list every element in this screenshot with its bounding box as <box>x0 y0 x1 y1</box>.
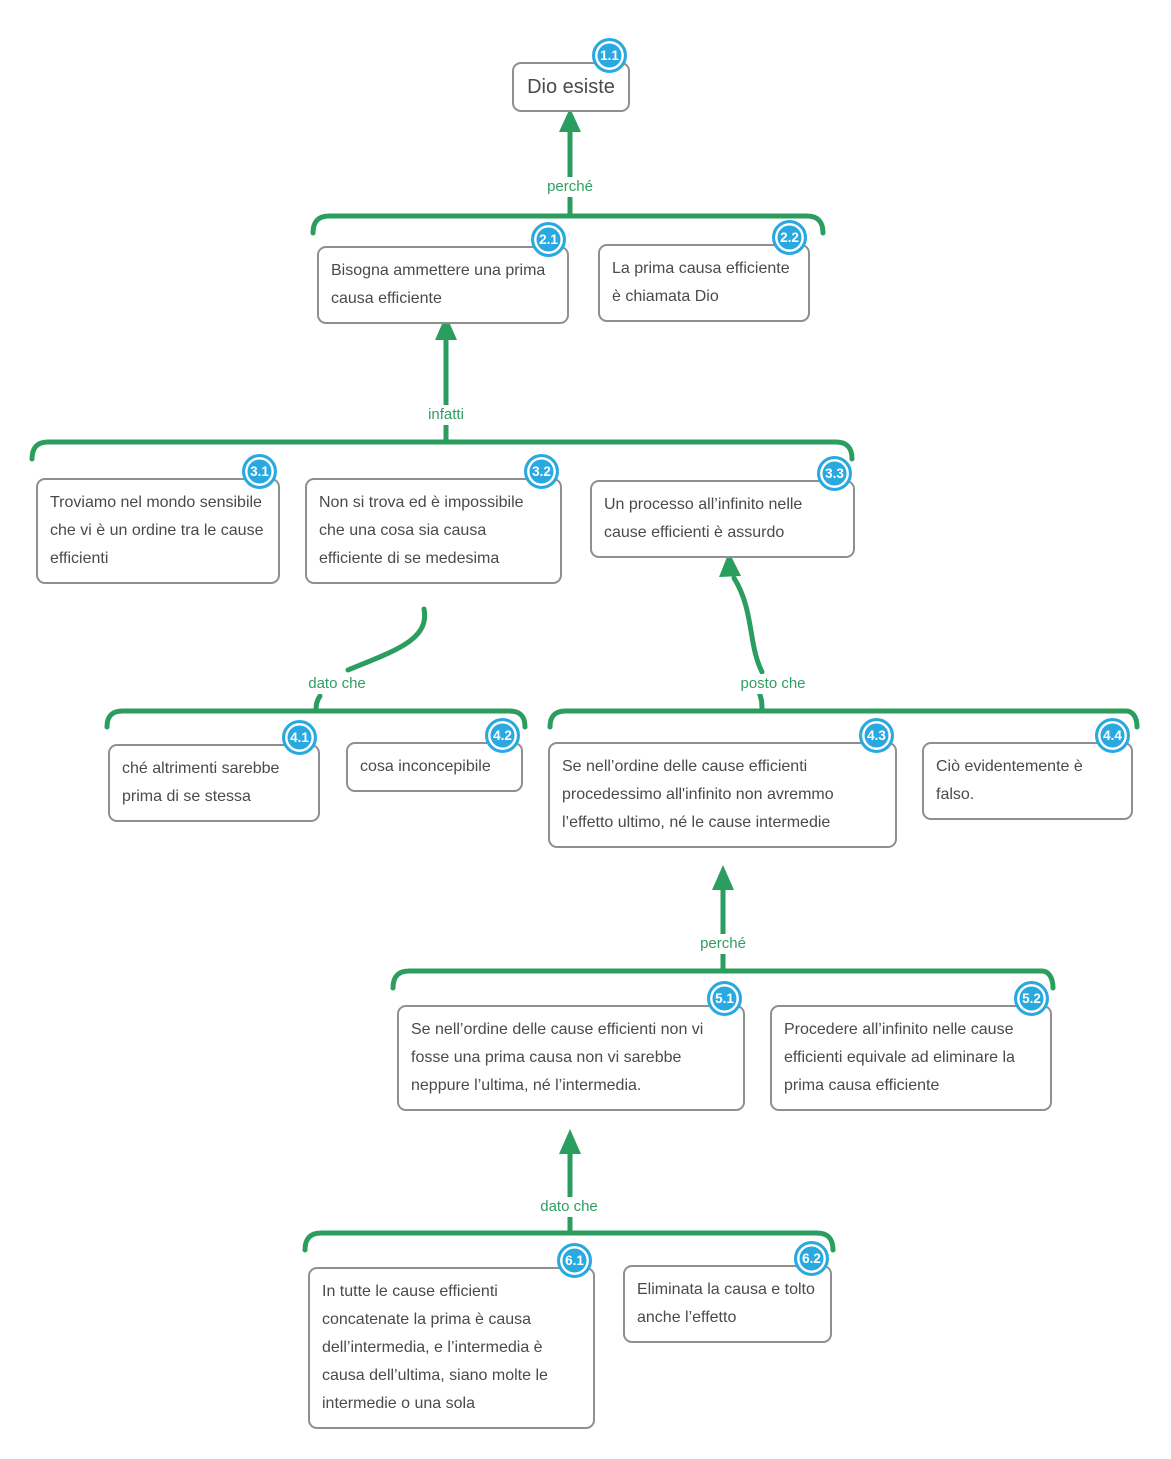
node-badge-6-1: 6.1 <box>557 1243 592 1278</box>
node-5-2[interactable]: 5.2 Procedere all’infinito nelle cause e… <box>770 981 1052 1111</box>
edge-label-perche-1: perché <box>543 177 597 197</box>
node-text: Bisogna ammettere una prima causa effici… <box>331 262 546 307</box>
arrow-to-5-1 <box>559 1129 581 1235</box>
node-4-4[interactable]: 4.4 Ciò evidentemente è falso. <box>922 718 1133 820</box>
edge-label-posto-che: posto che <box>736 674 810 694</box>
node-text: Dio esiste <box>527 76 615 98</box>
bracket-group-4-right <box>547 708 1140 730</box>
node-4-1[interactable]: 4.1 ché altrimenti sarebbe prima di se s… <box>108 720 320 822</box>
node-text: cosa inconcepibile <box>360 758 491 775</box>
node-badge-4-3: 4.3 <box>859 718 894 753</box>
node-4-3[interactable]: 4.3 Se nell’ordine delle cause efficient… <box>548 718 897 848</box>
node-badge-6-2: 6.2 <box>794 1241 829 1276</box>
edge-label-perche-2: perché <box>696 934 750 954</box>
arrow-to-1-1 <box>559 108 581 219</box>
curve-3-2-to-group-4 <box>313 606 428 714</box>
node-3-2[interactable]: 3.2 Non si trova ed è impossibile che un… <box>305 454 562 584</box>
node-text: In tutte le cause efficienti concatenate… <box>322 1283 548 1412</box>
node-badge-5-2: 5.2 <box>1014 981 1049 1016</box>
arrow-to-4-3 <box>712 865 734 973</box>
node-2-1[interactable]: 2.1 Bisogna ammettere una prima causa ef… <box>317 222 569 324</box>
node-text: Eliminata la causa e tolto anche l’effet… <box>637 1281 815 1326</box>
node-3-1[interactable]: 3.1 Troviamo nel mondo sensibile che vi … <box>36 454 280 584</box>
node-text: Un processo all’infinito nelle cause eff… <box>604 496 803 541</box>
edge-label-infatti: infatti <box>424 405 468 425</box>
edge-label-dato-che-2: dato che <box>536 1197 602 1217</box>
node-text: Troviamo nel mondo sensibile che vi è un… <box>50 494 264 567</box>
node-text: Procedere all’infinito nelle cause effic… <box>784 1021 1015 1094</box>
node-badge-1-1: 1.1 <box>592 38 627 73</box>
node-3-3[interactable]: 3.3 Un processo all’infinito nelle cause… <box>590 456 855 558</box>
node-text: Se nell’ordine delle cause efficienti no… <box>411 1021 704 1094</box>
node-badge-4-4: 4.4 <box>1095 718 1130 753</box>
node-badge-4-2: 4.2 <box>485 718 520 753</box>
node-badge-2-1: 2.1 <box>531 222 566 257</box>
node-badge-3-3: 3.3 <box>817 456 852 491</box>
node-text: La prima causa efficiente è chiamata Dio <box>612 260 790 305</box>
node-badge-2-2: 2.2 <box>772 220 807 255</box>
node-4-2[interactable]: 4.2 cosa inconcepibile <box>346 718 523 792</box>
node-text: Se nell’ordine delle cause efficienti pr… <box>562 758 834 831</box>
bracket-group-3 <box>29 439 855 462</box>
node-text: ché altrimenti sarebbe prima di se stess… <box>122 760 280 805</box>
node-text: Non si trova ed è impossibile che una co… <box>319 494 524 567</box>
node-1-1[interactable]: 1.1 Dio esiste <box>512 38 630 112</box>
node-badge-3-2: 3.2 <box>524 454 559 489</box>
node-2-2[interactable]: 2.2 La prima causa efficiente è chiamata… <box>598 220 810 322</box>
node-badge-3-1: 3.1 <box>242 454 277 489</box>
edge-label-dato-che-1: dato che <box>304 674 370 694</box>
node-6-1[interactable]: 6.1 In tutte le cause efficienti concate… <box>308 1243 595 1429</box>
node-badge-5-1: 5.1 <box>707 981 742 1016</box>
node-badge-4-1: 4.1 <box>282 720 317 755</box>
node-text: Ciò evidentemente è falso. <box>936 758 1083 803</box>
bracket-group-5 <box>390 968 1056 991</box>
bracket-group-4-left <box>104 708 528 730</box>
node-6-2[interactable]: 6.2 Eliminata la causa e tolto anche l’e… <box>623 1241 832 1343</box>
bracket-group-2 <box>310 213 826 236</box>
bracket-group-6 <box>302 1230 836 1253</box>
node-5-1[interactable]: 5.1 Se nell’ordine delle cause efficient… <box>397 981 745 1111</box>
